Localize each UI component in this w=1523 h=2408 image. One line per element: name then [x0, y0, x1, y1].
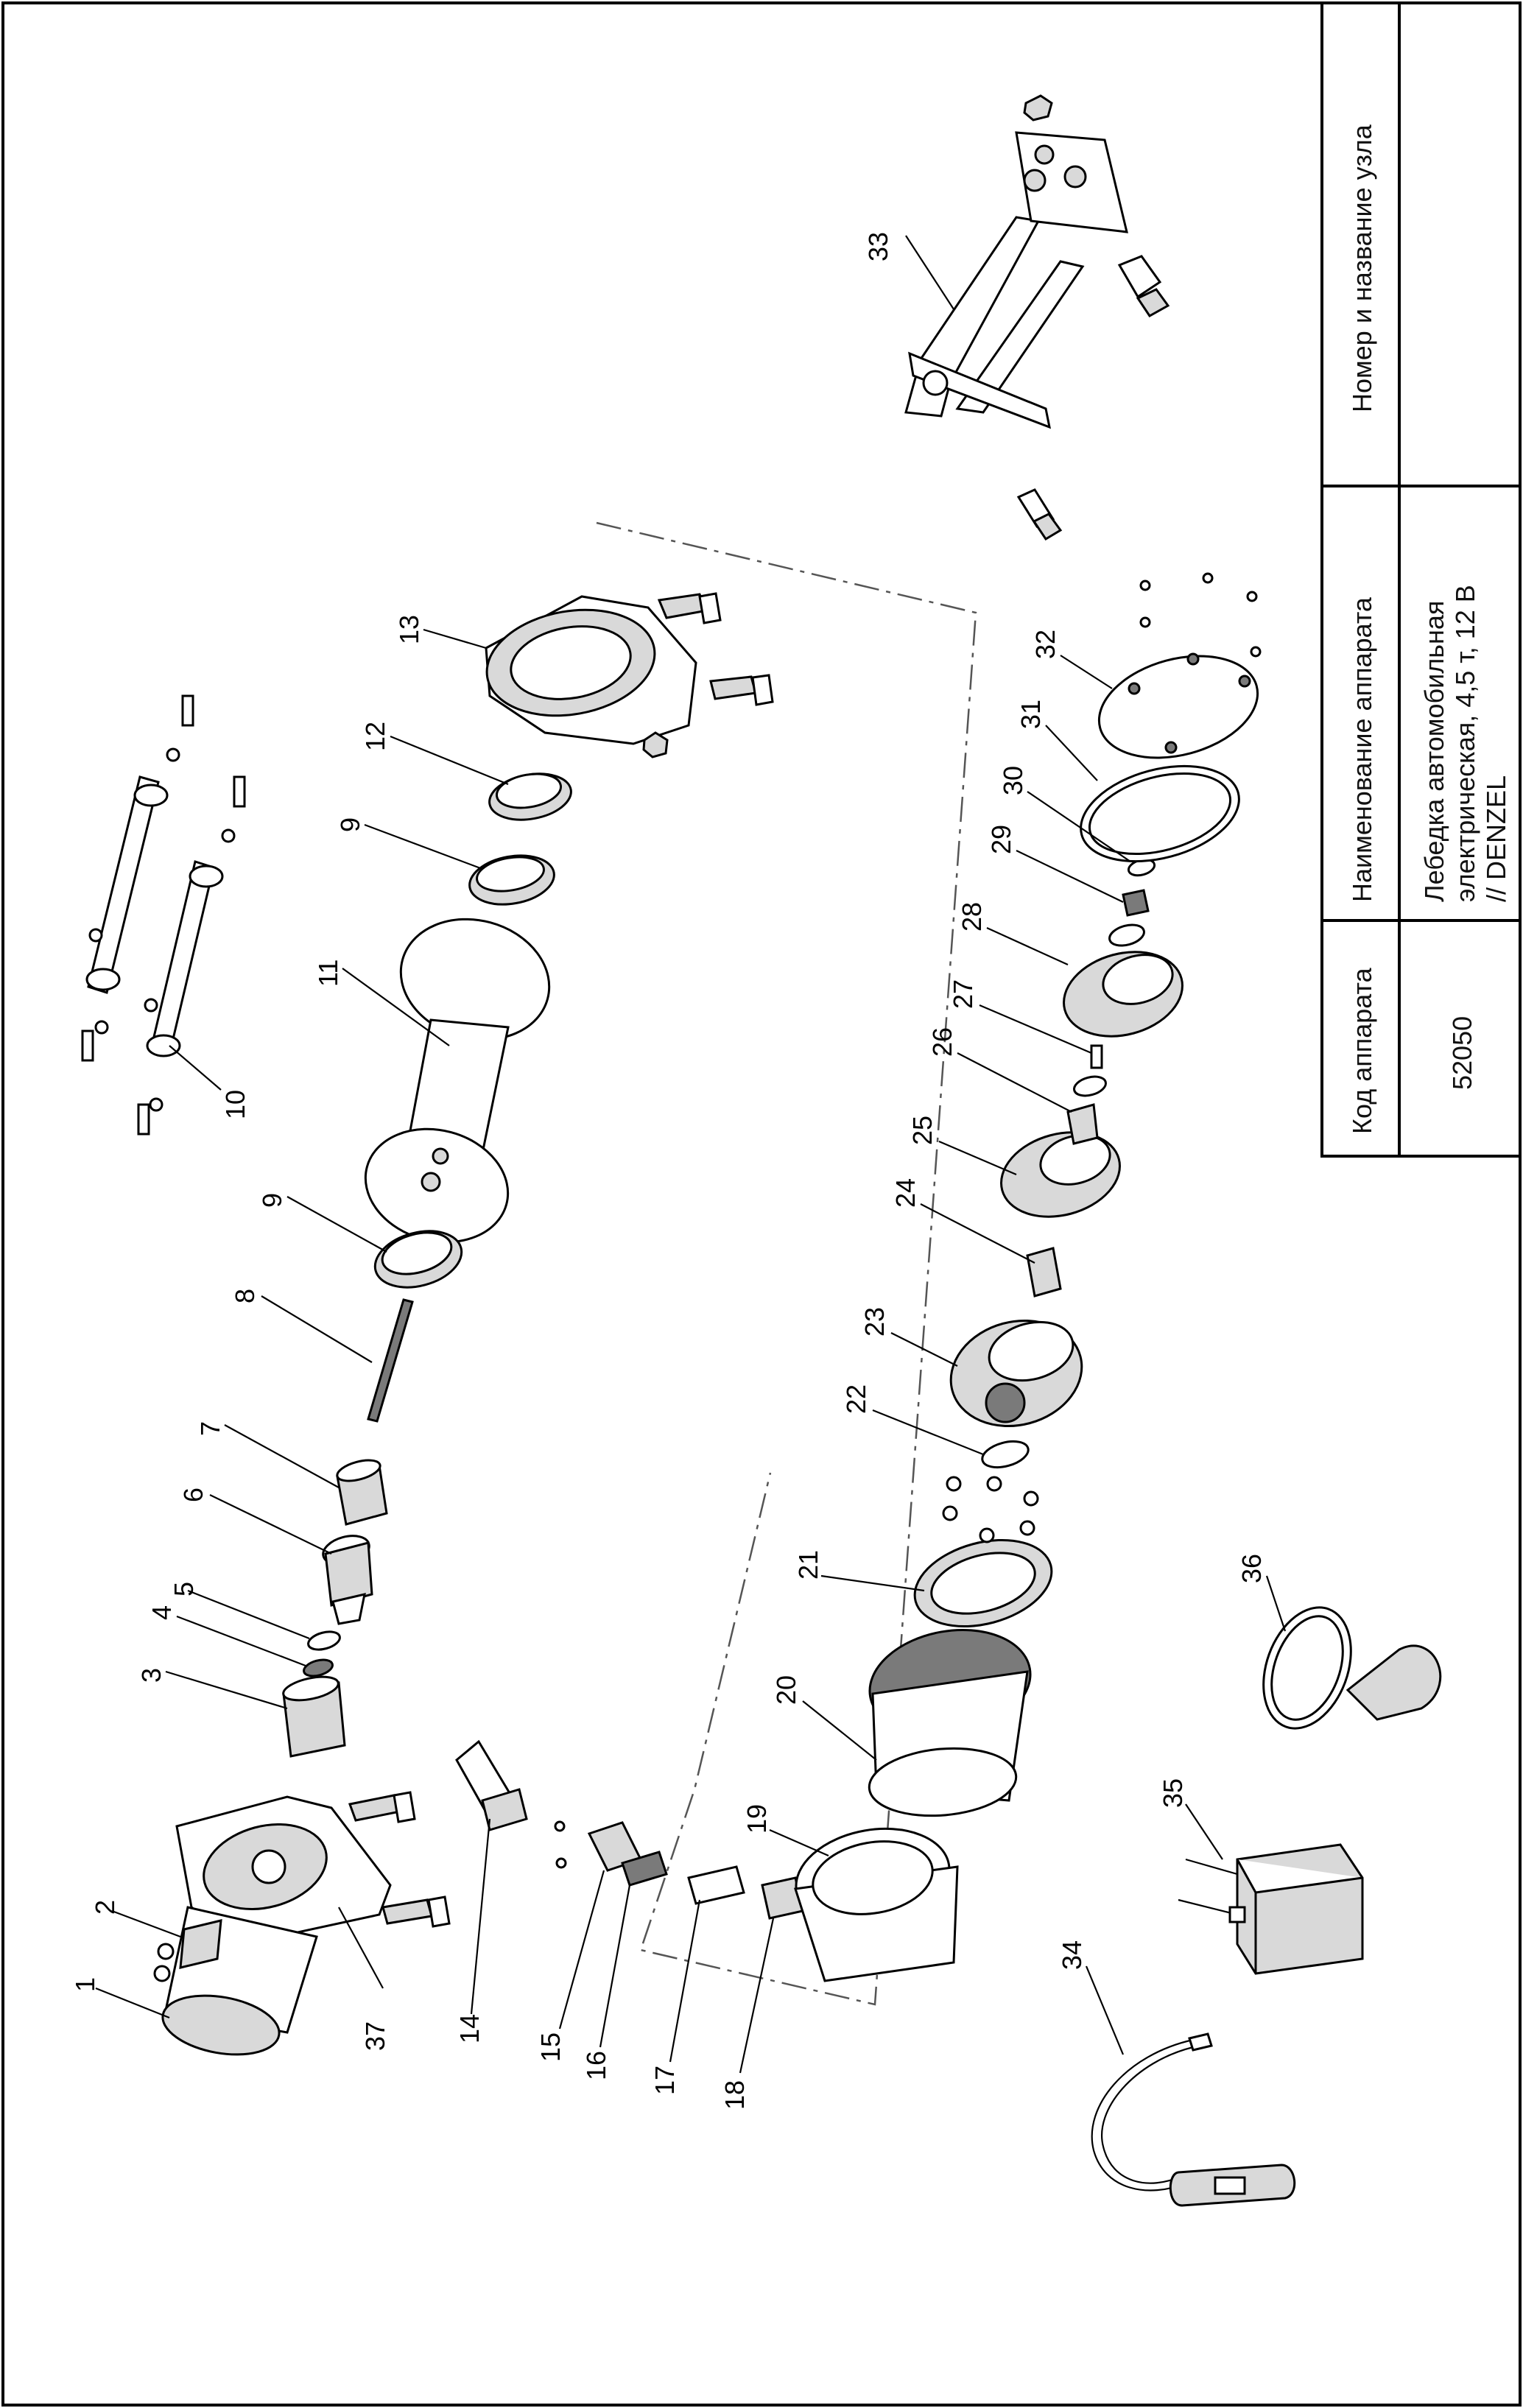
callout-19: 19	[742, 1804, 772, 1834]
callout-26: 26	[927, 1027, 957, 1057]
part-13-housing	[485, 592, 774, 758]
callout-37: 37	[360, 2021, 390, 2051]
part-27-pin	[1090, 1044, 1103, 1069]
callout-36: 36	[1237, 1554, 1267, 1583]
part-7-coupling	[336, 1459, 388, 1526]
part-9-bushing-lower	[373, 1230, 463, 1289]
part-14-clutch-lever	[455, 1739, 528, 1831]
callout-6: 6	[178, 1488, 208, 1502]
leader-lines	[95, 235, 1287, 2074]
callout-23: 23	[859, 1307, 890, 1337]
callout-29: 29	[986, 825, 1016, 854]
part-36-hook-strap	[1262, 1606, 1442, 1730]
callout-9-upper: 9	[335, 817, 365, 832]
part-5-washer	[307, 1630, 341, 1651]
callout-16: 16	[581, 2051, 611, 2080]
value-name-line-1: Лебедка автомобильная	[1419, 601, 1449, 902]
part-11-cable-drum	[364, 918, 551, 1244]
assembly-envelope	[596, 521, 977, 2006]
part-22-washer	[981, 1440, 1030, 1469]
value-code: 52050	[1447, 1016, 1477, 1090]
part-3-bearing	[282, 1675, 346, 1758]
part-19-end-ring	[794, 1827, 959, 1982]
callout-24: 24	[890, 1178, 921, 1208]
part-9-bushing-upper	[468, 854, 555, 906]
value-name-line-2: электрическая, 4,5 т, 12 В	[1450, 585, 1480, 902]
callout-20: 20	[771, 1675, 801, 1705]
callout-2: 2	[90, 1900, 120, 1915]
part-17-pin	[687, 1865, 745, 1905]
callout-21: 21	[793, 1550, 823, 1580]
callout-4: 4	[147, 1605, 177, 1620]
callout-31: 31	[1016, 700, 1046, 729]
part-12-bushing	[488, 772, 572, 821]
part-26-sun-gear	[1066, 1075, 1107, 1145]
callout-33: 33	[863, 232, 893, 261]
callout-12: 12	[360, 722, 390, 751]
part-8-drive-shaft	[367, 1298, 414, 1423]
part-21-bearing-plate	[913, 1538, 1053, 1628]
callout-30: 30	[998, 766, 1028, 795]
part-16-spring	[621, 1851, 668, 1887]
callout-15: 15	[535, 2032, 566, 2062]
part-6-clutch	[322, 1535, 373, 1625]
callout-7: 7	[195, 1421, 225, 1436]
header-code: Код аппарата	[1347, 967, 1377, 1134]
part-34-remote-control	[1091, 2032, 1296, 2207]
value-name-line-3: // DENZEL	[1481, 775, 1511, 902]
callout-3: 3	[136, 1668, 166, 1683]
part-20-ring-gear	[868, 1628, 1032, 1817]
part-25-planet-carrier	[1000, 1131, 1121, 1218]
callout-34: 34	[1057, 1940, 1087, 1970]
callout-8: 8	[230, 1289, 260, 1303]
part-35-control-box	[1178, 1843, 1364, 1975]
callout-9-lower: 9	[257, 1193, 287, 1208]
part-37-motor-end-housing	[175, 1791, 451, 1946]
part-10-tie-bars	[81, 694, 246, 1136]
part-28-planet-carrier	[1063, 951, 1183, 1038]
callout-18: 18	[720, 2080, 750, 2110]
part-2-motor-bracket	[153, 1919, 222, 1982]
callout-35: 35	[1158, 1778, 1188, 1808]
part-callouts: 33 13 12 9 11 10 9 8 7 6 5 4 3 2 1 37 14…	[70, 232, 1267, 2110]
callout-13: 13	[394, 615, 424, 644]
callout-27: 27	[948, 979, 978, 1009]
part-31-gasket	[1080, 764, 1240, 863]
part-32-end-cover	[1097, 572, 1262, 759]
part-24-sun-gear	[1026, 1247, 1062, 1298]
title-block: Код аппарата Наименование аппарата Номер…	[1320, 1, 1522, 1158]
header-name: Наименование аппарата	[1347, 596, 1377, 902]
callout-14: 14	[454, 2014, 485, 2043]
part-1-electric-motor	[161, 1906, 318, 2056]
header-node: Номер и название узла	[1347, 124, 1377, 412]
callout-22: 22	[841, 1384, 871, 1414]
callout-17: 17	[650, 2066, 680, 2095]
callout-5: 5	[169, 1582, 199, 1596]
part-4-washer	[303, 1658, 334, 1677]
callout-10: 10	[220, 1090, 250, 1119]
part-29-sun-gear	[1108, 889, 1150, 947]
callout-1: 1	[70, 1977, 100, 1992]
callout-28: 28	[957, 902, 987, 932]
part-23-planet-carrier	[949, 1319, 1083, 1428]
callout-11: 11	[313, 960, 343, 987]
callout-32: 32	[1030, 630, 1061, 659]
callout-25: 25	[907, 1116, 938, 1145]
part-33-roller-fairlead	[904, 94, 1170, 541]
screw-set	[942, 1476, 1039, 1543]
